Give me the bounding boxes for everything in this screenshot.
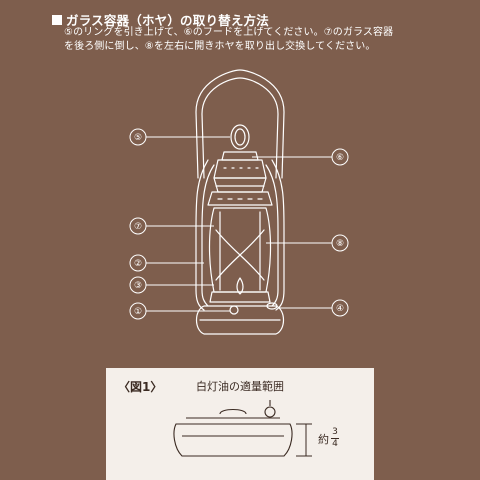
callout-circle-7: [129, 217, 147, 235]
fraction: 3 4: [331, 428, 339, 449]
left-tube-inner: [201, 164, 215, 307]
description-line: ⑤のリングを引き上げて、⑥のフードを上げてください。⑦のガラス容器: [64, 27, 394, 38]
hood-body: [213, 159, 267, 179]
heading-text: ガラス容器（ホヤ）の取り替え方法: [66, 13, 269, 28]
callout-7: ⑦: [134, 222, 142, 232]
callout-4: ④: [336, 304, 344, 314]
callout-circle-3: [129, 276, 147, 294]
chimney: [213, 177, 267, 193]
callout-1: ①: [134, 307, 142, 317]
fraction-bottom: 4: [332, 439, 338, 449]
wick-knob: [229, 305, 239, 315]
callout-2: ②: [134, 259, 142, 269]
glass-globe: [208, 207, 272, 293]
burner-collar: [209, 291, 271, 303]
callout-6: ⑥: [336, 153, 344, 163]
top-ring: [230, 124, 250, 150]
flame: [236, 277, 244, 295]
figure-title: 白灯油の適量範囲: [196, 380, 284, 393]
fuel-tank: [195, 305, 285, 335]
wire-guard-cross-2: [215, 229, 265, 281]
callout-circle-1: [129, 302, 147, 320]
right-tube: [271, 159, 285, 311]
heading: ガラス容器（ホヤ）の取り替え方法: [52, 10, 269, 29]
callout-circle-2: [129, 254, 147, 272]
bail-handle-inner: [201, 77, 279, 179]
globe-top-cap: [207, 191, 273, 206]
fraction-bar: [331, 438, 339, 439]
bullet-square-icon: [52, 14, 62, 25]
callout-8: ⑧: [336, 239, 344, 249]
top-ring-inner: [234, 128, 246, 146]
fill-level-approx: 約 3 4: [318, 428, 339, 449]
callout-circle-4: [331, 299, 349, 317]
callout-circle-6: [331, 148, 349, 166]
bail-handle: [195, 69, 285, 179]
figure-label: 〈図1〉: [118, 380, 163, 394]
hood-cap: [221, 151, 259, 161]
description-line: を後ろ側に倒し、⑧を左右に開きホヤを取り出し交換してください。: [64, 41, 376, 52]
tank-detail: [173, 400, 293, 457]
callout-5: ⑤: [134, 133, 142, 143]
approx-prefix: 約: [318, 432, 329, 446]
right-tube-inner: [265, 164, 279, 307]
left-tube: [195, 159, 209, 311]
callout-circle-5: [129, 128, 147, 146]
description: ⑤のリングを引き上げて、⑥のフードを上げてください。⑦のガラス容器 を後ろ側に倒…: [64, 26, 464, 54]
callout-3: ③: [134, 281, 142, 291]
fuel-cap: [266, 302, 278, 310]
callout-circle-8: [331, 234, 349, 252]
fraction-top: 3: [332, 427, 338, 437]
